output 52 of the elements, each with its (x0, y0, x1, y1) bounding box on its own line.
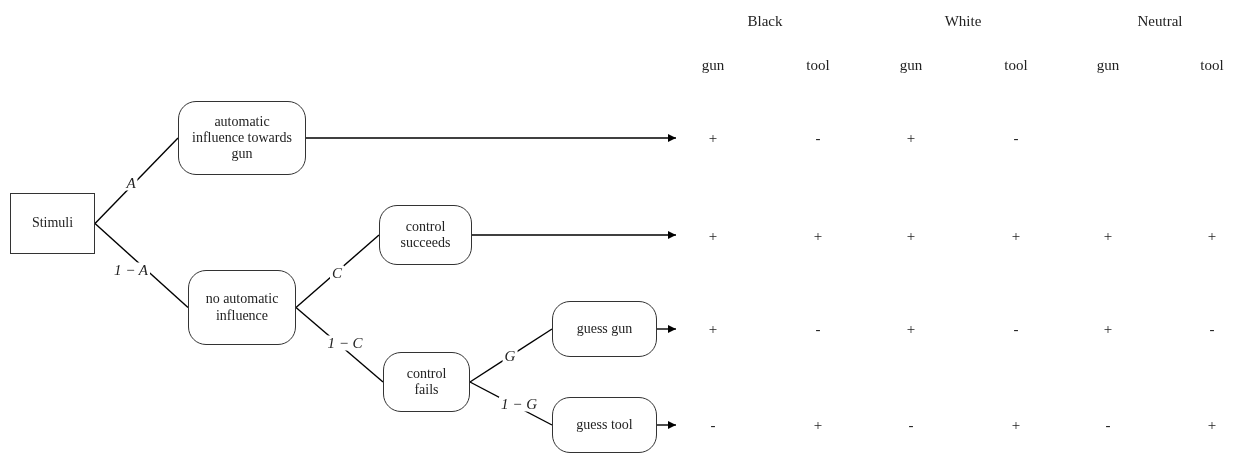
edge-label: 1 − G (499, 396, 539, 412)
branch-line (469, 328, 553, 383)
state-box: automatic influence towards gun (178, 101, 306, 175)
outcome-sign: + (1103, 321, 1113, 337)
outcome-sign: - (815, 321, 821, 337)
column-header: tool (1004, 57, 1028, 73)
group-header: Black (747, 13, 783, 29)
arrow (471, 231, 677, 239)
start-box: Stimuli (10, 193, 95, 254)
outcome-sign: + (1207, 228, 1217, 244)
outcome-sign: + (708, 228, 718, 244)
outcome-sign: - (1013, 130, 1019, 146)
outcome-sign: + (906, 321, 916, 337)
outcome-sign: + (813, 228, 823, 244)
state-box: control fails (383, 352, 470, 412)
arrow (305, 134, 677, 142)
column-header: gun (1096, 57, 1120, 73)
edge-label: A (124, 175, 138, 191)
edge-label: C (330, 265, 344, 281)
outcome-sign: - (908, 417, 914, 433)
arrow (656, 325, 677, 333)
arrow (656, 421, 677, 429)
edge-label: 1 − A (112, 262, 150, 278)
state-box: no automatic influence (188, 270, 296, 345)
column-header: tool (806, 57, 830, 73)
column-header: tool (1200, 57, 1224, 73)
outcome-sign: - (710, 417, 716, 433)
branch-line (295, 234, 380, 309)
outcome-sign: + (1103, 228, 1113, 244)
outcome-sign: + (813, 417, 823, 433)
outcome-sign: + (906, 228, 916, 244)
outcome-sign: + (1011, 417, 1021, 433)
edge-label: 1 − C (325, 335, 365, 351)
outcome-sign: - (1105, 417, 1111, 433)
state-box: guess gun (552, 301, 657, 357)
edge-label: G (502, 348, 518, 364)
branch-line (94, 222, 189, 309)
outcome-sign: + (1207, 417, 1217, 433)
group-header: Neutral (1137, 13, 1183, 29)
outcome-sign: - (815, 130, 821, 146)
group-header: White (944, 13, 982, 29)
outcome-sign: + (1011, 228, 1021, 244)
outcome-sign: - (1013, 321, 1019, 337)
branch-line (94, 137, 179, 225)
column-header: gun (701, 57, 725, 73)
state-box: control succeeds (379, 205, 472, 265)
outcome-sign: + (906, 130, 916, 146)
outcome-sign: + (708, 130, 718, 146)
column-header: gun (899, 57, 923, 73)
state-box: guess tool (552, 397, 657, 453)
outcome-sign: - (1209, 321, 1215, 337)
outcome-sign: + (708, 321, 718, 337)
